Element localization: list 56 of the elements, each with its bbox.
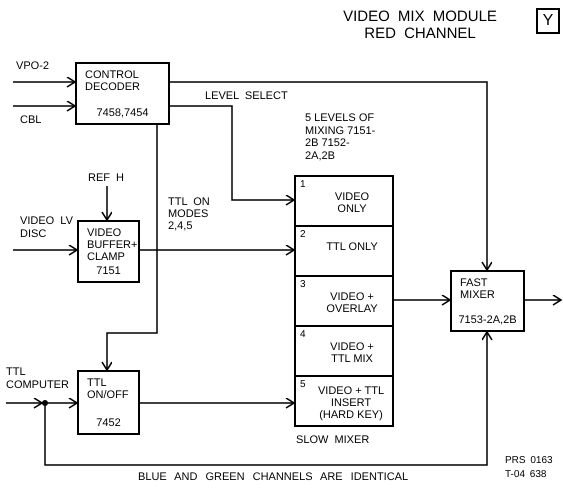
level-label: VIDEO + OVERLAY	[326, 291, 378, 315]
arrow	[13, 100, 76, 112]
document-code: T-04 638	[505, 469, 546, 481]
block-box	[450, 270, 525, 332]
mixer-caption: SLOW MIXER	[296, 434, 370, 446]
mixer-heading: 5 LEVELS OF MIXING 7151-2B 7152-2A,2B	[305, 112, 376, 162]
level-number: 4	[300, 329, 306, 341]
mixing-level-box	[294, 375, 394, 427]
level-label: TTL ONLY	[326, 241, 378, 253]
document-code: PRS 0163	[505, 455, 553, 467]
arrow	[525, 294, 562, 306]
signal-label: REF H	[88, 172, 130, 186]
block-label: TTL ON/OFF	[87, 377, 130, 401]
level-number: 3	[300, 279, 306, 291]
arrow	[44, 331, 493, 466]
diagram-title: VIDEO MIX MODULE RED CHANNEL	[342, 8, 498, 42]
part-number: 7458,7454	[96, 107, 150, 119]
block-label: FAST MIXER	[460, 277, 496, 301]
level-number: 2	[300, 229, 306, 241]
block-box	[75, 62, 170, 125]
arrow	[6, 397, 43, 409]
signal-label: VIDEO LV DISC	[13, 215, 78, 250]
mixing-level-box	[294, 325, 394, 377]
mixing-level-box	[294, 275, 394, 327]
arrow	[48, 397, 78, 409]
arrow	[170, 81, 493, 271]
part-number: 7153-2A,2B	[457, 314, 518, 326]
junction-dot	[42, 400, 48, 406]
edge-label: LEVEL SELECT	[205, 90, 288, 102]
arrow	[13, 244, 78, 256]
signal-label: VPO-2	[13, 60, 58, 82]
level-label: VIDEO + TTL INSERT (HARD KEY)	[316, 385, 386, 421]
footnote: BLUE AND GREEN CHANNELS ARE IDENTICAL	[138, 471, 408, 483]
arrow	[140, 397, 295, 409]
level-label: VIDEO + TTL MIX	[329, 341, 375, 365]
block-box	[77, 370, 140, 435]
part-number: 7452	[95, 417, 122, 429]
block-label: VIDEO BUFFER+ CLAMP	[87, 227, 136, 263]
part-number: 7151	[95, 265, 122, 277]
mixing-level-box	[294, 225, 394, 277]
block-label: CONTROL DECODER	[85, 69, 142, 93]
arrow	[101, 125, 158, 371]
arrow	[101, 186, 113, 221]
mixing-level-box	[294, 175, 394, 227]
arrow	[394, 294, 451, 306]
tag-letter: Y	[542, 12, 554, 29]
signal-label: TTL COMPUTER	[6, 366, 78, 403]
level-label: VIDEO ONLY	[334, 191, 370, 215]
block-box	[77, 220, 140, 283]
tag-box	[536, 8, 560, 34]
arrow	[13, 76, 76, 88]
level-number: 5	[300, 379, 306, 391]
arrow	[140, 244, 295, 256]
level-number: 1	[300, 179, 306, 191]
signal-label: CBL	[13, 106, 50, 127]
arrow	[170, 105, 295, 206]
